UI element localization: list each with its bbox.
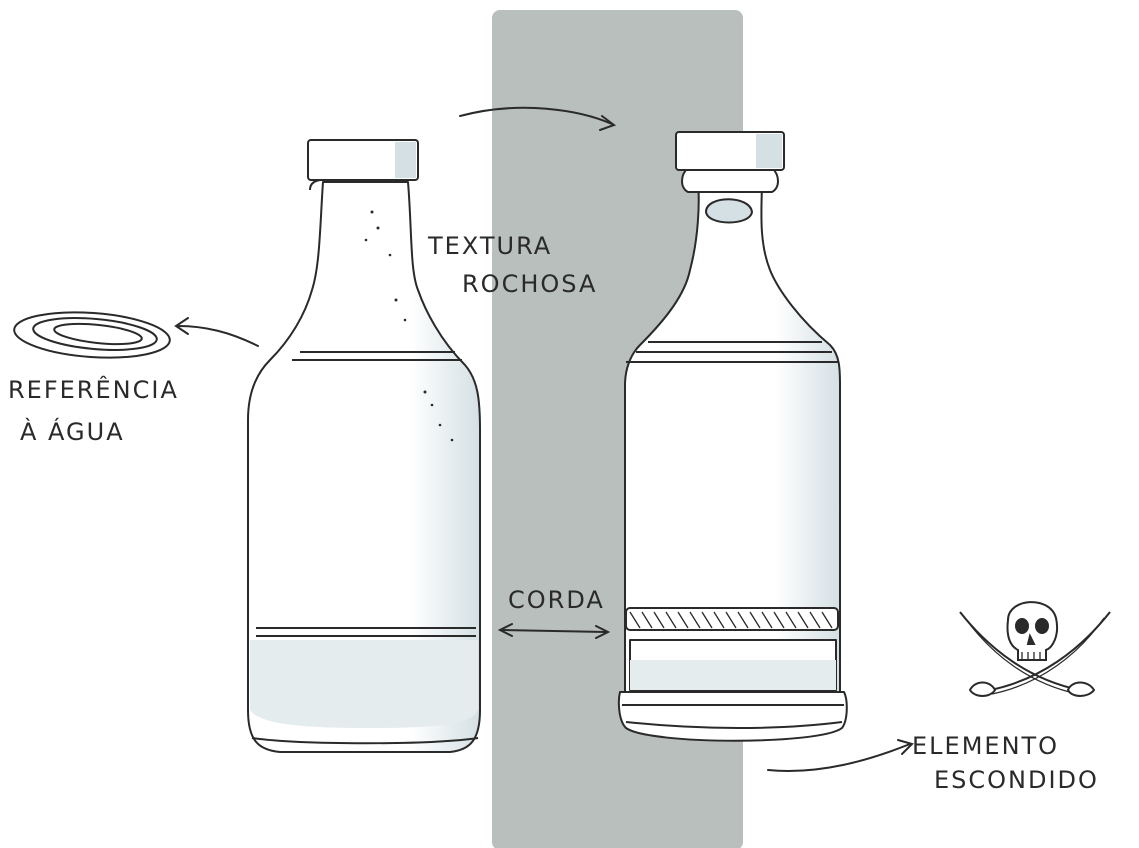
arrow-to-hidden-element bbox=[768, 744, 910, 771]
texture-label-line-2: ROCHOSA bbox=[462, 272, 597, 296]
skull-and-crossed-swords-icon bbox=[960, 602, 1110, 696]
texture-label: TEXTURA ROCHOSA bbox=[428, 234, 597, 296]
arrow-to-water-ripple bbox=[178, 326, 258, 346]
water-label-line-2: À ÁGUA bbox=[20, 420, 179, 444]
rope-band bbox=[626, 608, 838, 630]
water-ripple-icon bbox=[13, 308, 172, 363]
hidden-element-label: ELEMENTO ESCONDIDO bbox=[912, 734, 1099, 792]
hidden-label-line-1: ELEMENTO bbox=[912, 734, 1099, 758]
water-label-line-1: REFERÊNCIA bbox=[8, 378, 179, 402]
rope-label: CORDA bbox=[508, 588, 605, 612]
hidden-label-line-2: ESCONDIDO bbox=[934, 768, 1099, 792]
texture-label-line-1: TEXTURA bbox=[428, 234, 597, 258]
water-reference-label: REFERÊNCIA À ÁGUA bbox=[8, 378, 179, 444]
